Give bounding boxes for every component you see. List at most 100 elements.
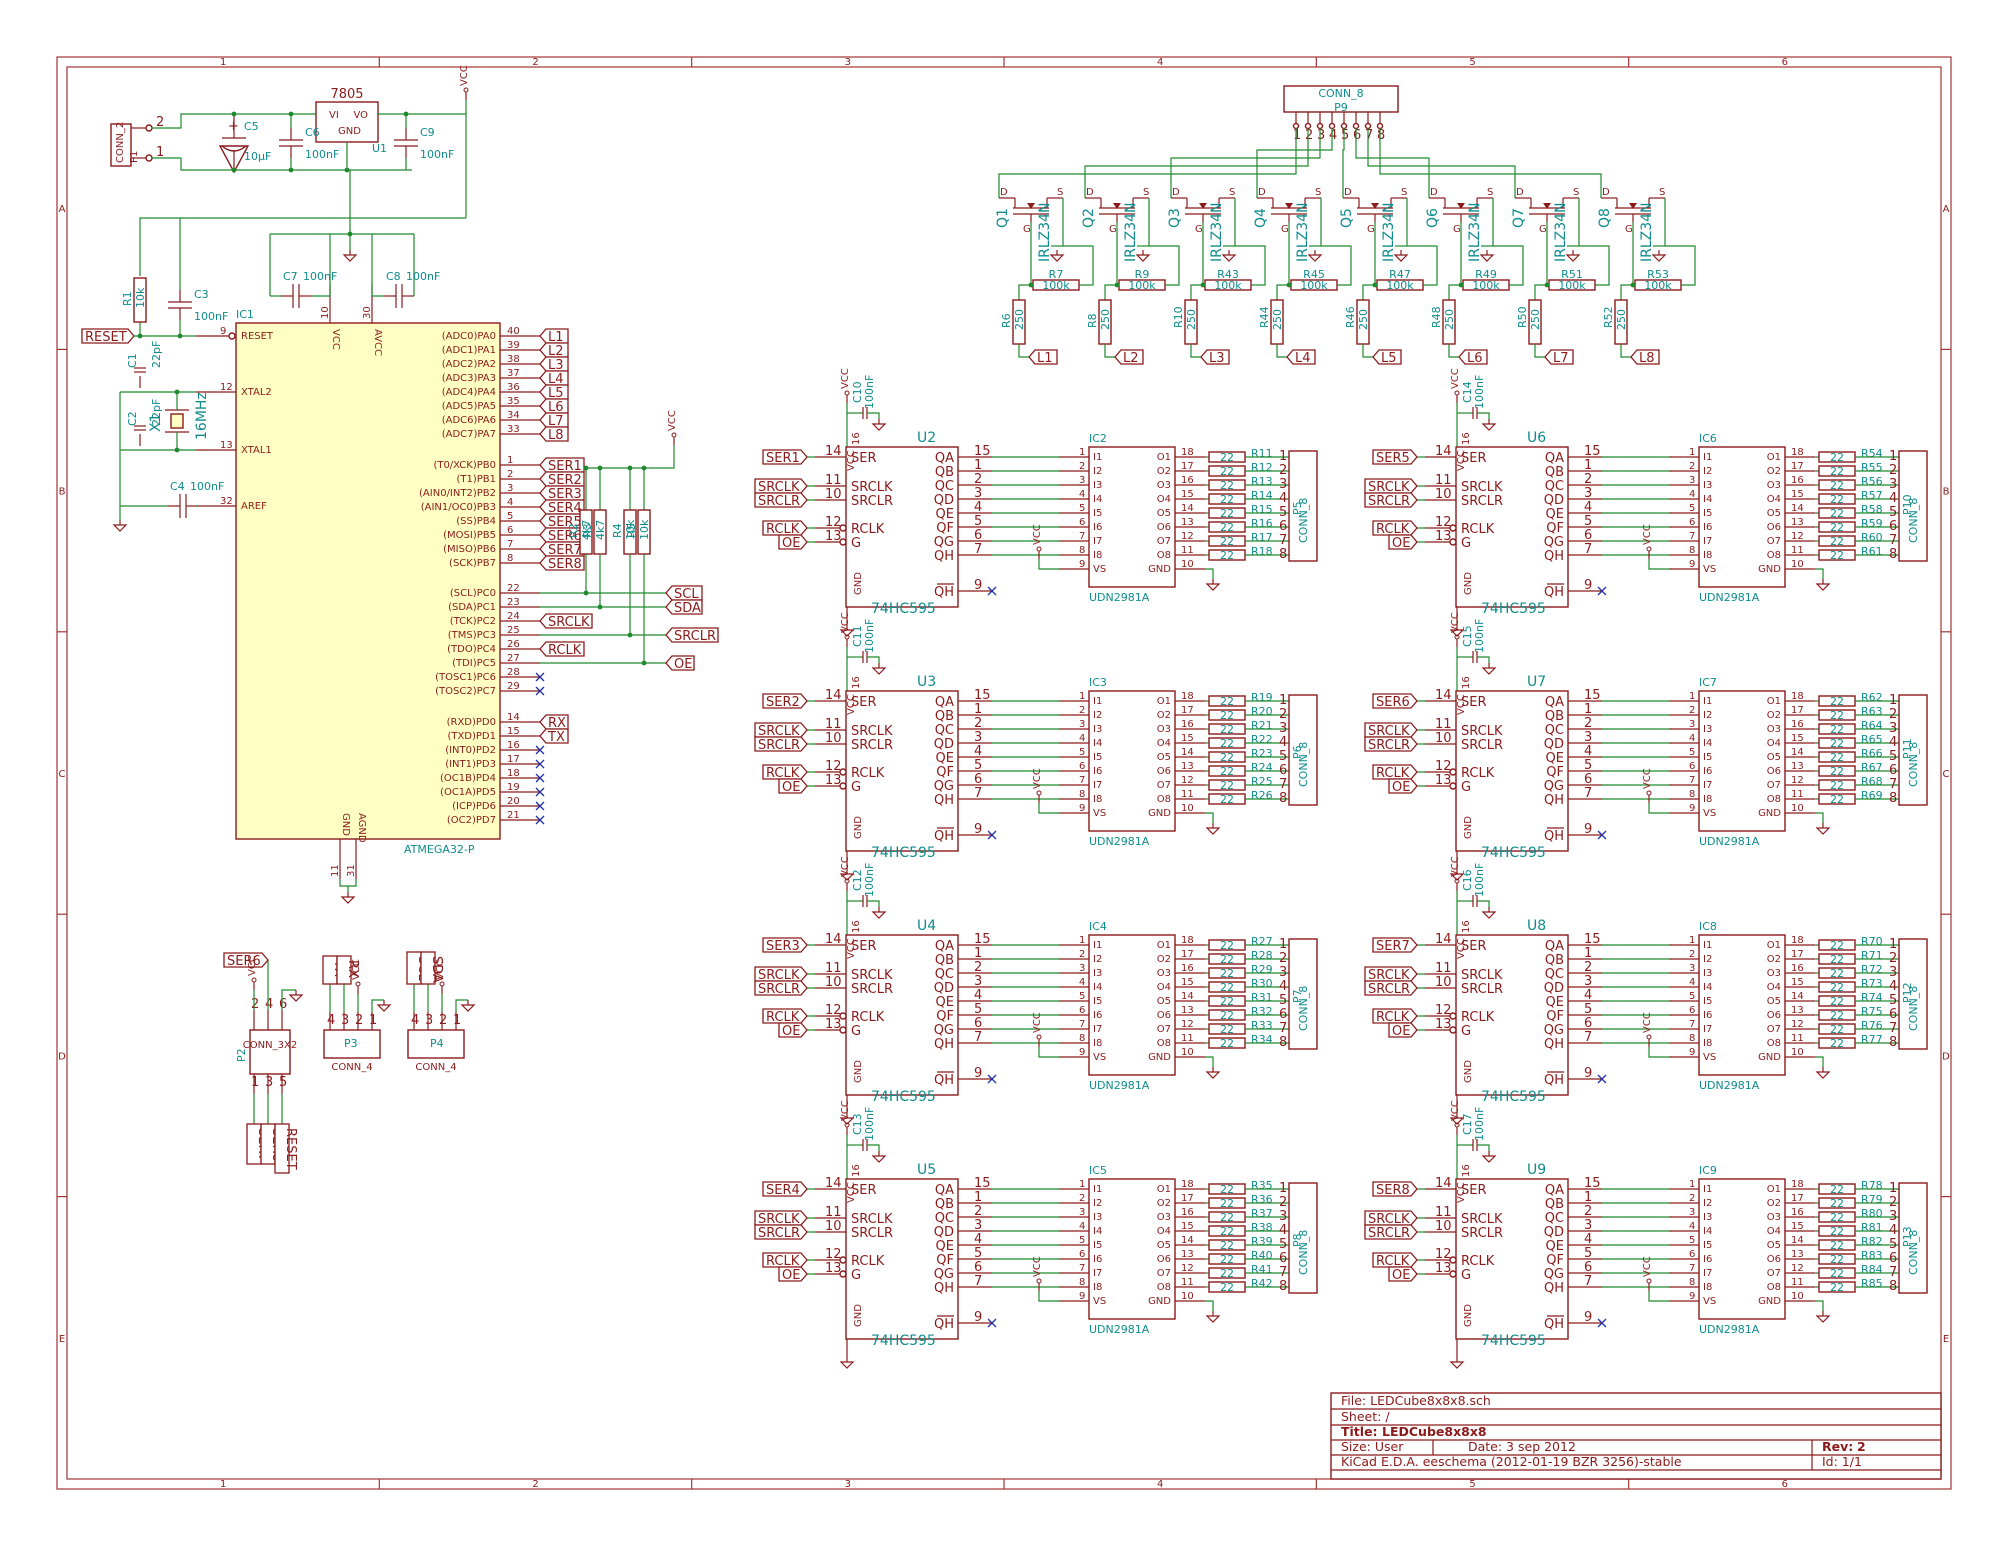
sr-pin-number: 5 xyxy=(1584,1246,1592,1261)
net-label-reset: RESET xyxy=(274,1123,298,1174)
resistor-value: 250 xyxy=(1271,309,1284,330)
mosfet-arrow xyxy=(1543,203,1551,209)
resistor-value: 22 xyxy=(1830,939,1844,952)
resistor-r79: 22 xyxy=(1818,1197,1856,1210)
net-label-l2: L2 xyxy=(1114,349,1144,366)
driver-pin-number: 14 xyxy=(1791,747,1804,758)
net-label-box xyxy=(1544,349,1574,365)
sr-pin-number: 14 xyxy=(1435,932,1452,947)
net-label-box xyxy=(762,1181,808,1197)
sr-pin-number: 3 xyxy=(1584,1218,1592,1233)
driver-pin-name: O1 xyxy=(1767,940,1781,951)
net-label-oe: OE xyxy=(1388,778,1418,795)
output-connector-body xyxy=(1288,450,1318,562)
sr-pin-name: RCLK xyxy=(1461,766,1495,781)
mosfet-pin-s: S xyxy=(1229,187,1235,198)
ground-symbol xyxy=(1481,1151,1497,1163)
resistor-ref: R35 xyxy=(1251,1179,1273,1192)
driver-body xyxy=(1088,934,1176,1076)
ground-triangle xyxy=(1815,1315,1831,1323)
driver-pin-name: GND xyxy=(1758,1296,1781,1307)
title-block: File: LEDCube8x8x8.sch Sheet: / Title: L… xyxy=(1330,1392,1942,1480)
sr-pin-name: QH xyxy=(934,793,954,808)
mcu-pin-name: (OC1A)PD5 xyxy=(440,787,496,798)
net-label-text: OE xyxy=(1392,536,1410,551)
sr-pin-name: G xyxy=(1461,536,1471,551)
no-connect-stroke xyxy=(535,759,545,769)
sr-vcc-pin: VCC xyxy=(846,694,857,715)
sr-pin-number: 5 xyxy=(974,758,982,773)
resistor-value: 4k7 xyxy=(594,520,607,540)
sr-gnd-pin: GND xyxy=(853,572,864,595)
net-label-box xyxy=(539,555,585,571)
driver-pin-number: 14 xyxy=(1181,747,1194,758)
frame-row-letter: D xyxy=(1942,1051,1950,1062)
no-connect-stroke xyxy=(535,773,545,783)
sr-pin-name: QE xyxy=(936,995,954,1010)
resistor-r12: 22 xyxy=(1208,465,1246,478)
no-connect-mark xyxy=(535,801,545,811)
net-label-text: OE xyxy=(782,780,800,795)
net-label-box xyxy=(420,951,436,985)
connector-pin-number: 5 xyxy=(1889,993,1897,1008)
net-label-text: SER8 xyxy=(1376,1183,1410,1198)
connector-pin-number: 2 xyxy=(1305,128,1313,143)
connector-pin-number: 8 xyxy=(1889,791,1897,806)
driver-pin-name: VS xyxy=(1093,564,1106,575)
resistor-ref: R55 xyxy=(1861,461,1883,474)
driver-pin-name: O7 xyxy=(1767,1268,1781,1279)
net-label-text: SRCLR xyxy=(1368,738,1410,753)
driver-pin-number: 6 xyxy=(1079,761,1085,772)
resistor-value: 10k xyxy=(134,287,147,308)
sr-pin-number: 10 xyxy=(1435,487,1452,502)
sr-vcc-num: 16 xyxy=(1461,676,1472,689)
resistor-ref: R81 xyxy=(1861,1221,1883,1234)
capacitor-ref: C14 xyxy=(1461,381,1474,403)
resistor-value: 100k xyxy=(1558,279,1586,292)
net-label-box xyxy=(539,728,569,744)
resistor-value: 22 xyxy=(1220,1197,1234,1210)
driver-name: UDN2981A xyxy=(1699,1323,1760,1336)
sr-pin-number: 11 xyxy=(1435,961,1452,976)
driver-ref: IC3 xyxy=(1089,676,1107,689)
mcu-pin-number: 15 xyxy=(507,726,520,737)
resistor-ref: R60 xyxy=(1861,531,1883,544)
mcu-pin-name: (T0/XCK)PB0 xyxy=(433,460,496,471)
ground-symbol xyxy=(871,663,887,675)
net-label-box xyxy=(778,1266,808,1282)
sr-vcc-num: 16 xyxy=(851,920,862,933)
ground-triangle xyxy=(1393,254,1409,262)
sr-pin-name: SRCLK xyxy=(1461,480,1503,495)
mcu-pin-name: (ADC0)PA0 xyxy=(442,331,496,342)
connector-p4-ref: P4 xyxy=(430,1037,444,1050)
driver-pin-number: 16 xyxy=(1791,1207,1804,1218)
connector-pin-number: 1 xyxy=(251,1075,259,1090)
driver-pin-number: 9 xyxy=(1079,1291,1085,1302)
net-label-box xyxy=(1286,349,1316,365)
net-label-text: RCLK xyxy=(766,766,800,781)
connector-pin-number: 6 xyxy=(1889,1251,1897,1266)
mcu-pin-number: 25 xyxy=(507,625,520,636)
driver-pin-name: VS xyxy=(1703,1052,1716,1063)
net-label-text: SRCLR xyxy=(758,738,800,753)
mosfet-arrow xyxy=(1199,203,1207,209)
vcc-symbol: VCC xyxy=(1642,1256,1653,1291)
driver-pin-number: 2 xyxy=(1079,461,1085,472)
connector-pin-number: 3 xyxy=(1317,128,1325,143)
net-label-box xyxy=(754,492,808,508)
net-label-srclr: SRCLR xyxy=(1364,736,1418,753)
reset-bubble xyxy=(228,332,236,340)
wire xyxy=(1276,344,1287,358)
driver-pin-name: I8 xyxy=(1093,1282,1102,1293)
net-label-srclr: SRCLR xyxy=(754,1224,808,1241)
junction xyxy=(344,167,350,173)
sr-pin-number: 2 xyxy=(1584,716,1592,731)
wire xyxy=(1477,412,1490,419)
net-label-l1: L1 xyxy=(539,328,569,345)
resistor-value: 22 xyxy=(1830,1197,1844,1210)
net-label-box xyxy=(1458,349,1488,365)
vcc-circle xyxy=(1646,546,1652,552)
connector-pin-number: 6 xyxy=(1889,519,1897,534)
